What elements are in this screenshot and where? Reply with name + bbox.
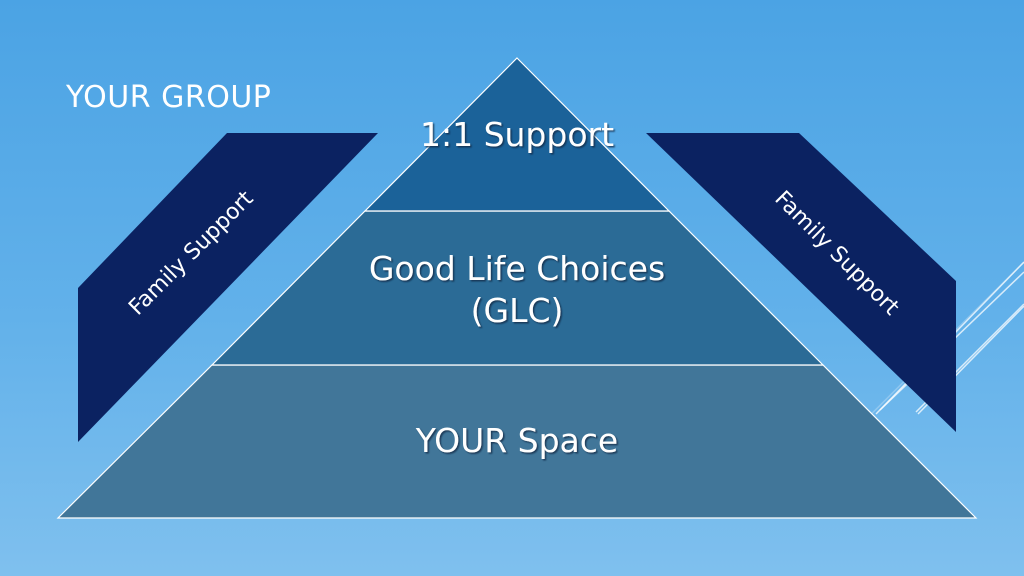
pyramid-tier-top [363, 57, 671, 212]
pyramid-tier-middle [210, 210, 825, 366]
tier-middle-label-line1: Good Life Choices [369, 249, 665, 288]
tier-top-label: 1:1 Support [420, 115, 614, 154]
tier-middle-label-line2: (GLC) [471, 291, 564, 330]
slide-title: YOUR GROUP [66, 80, 272, 115]
right-family-support-panel [646, 133, 956, 432]
left-family-support-panel [78, 133, 378, 442]
tier-bottom-label: YOUR Space [415, 421, 618, 460]
